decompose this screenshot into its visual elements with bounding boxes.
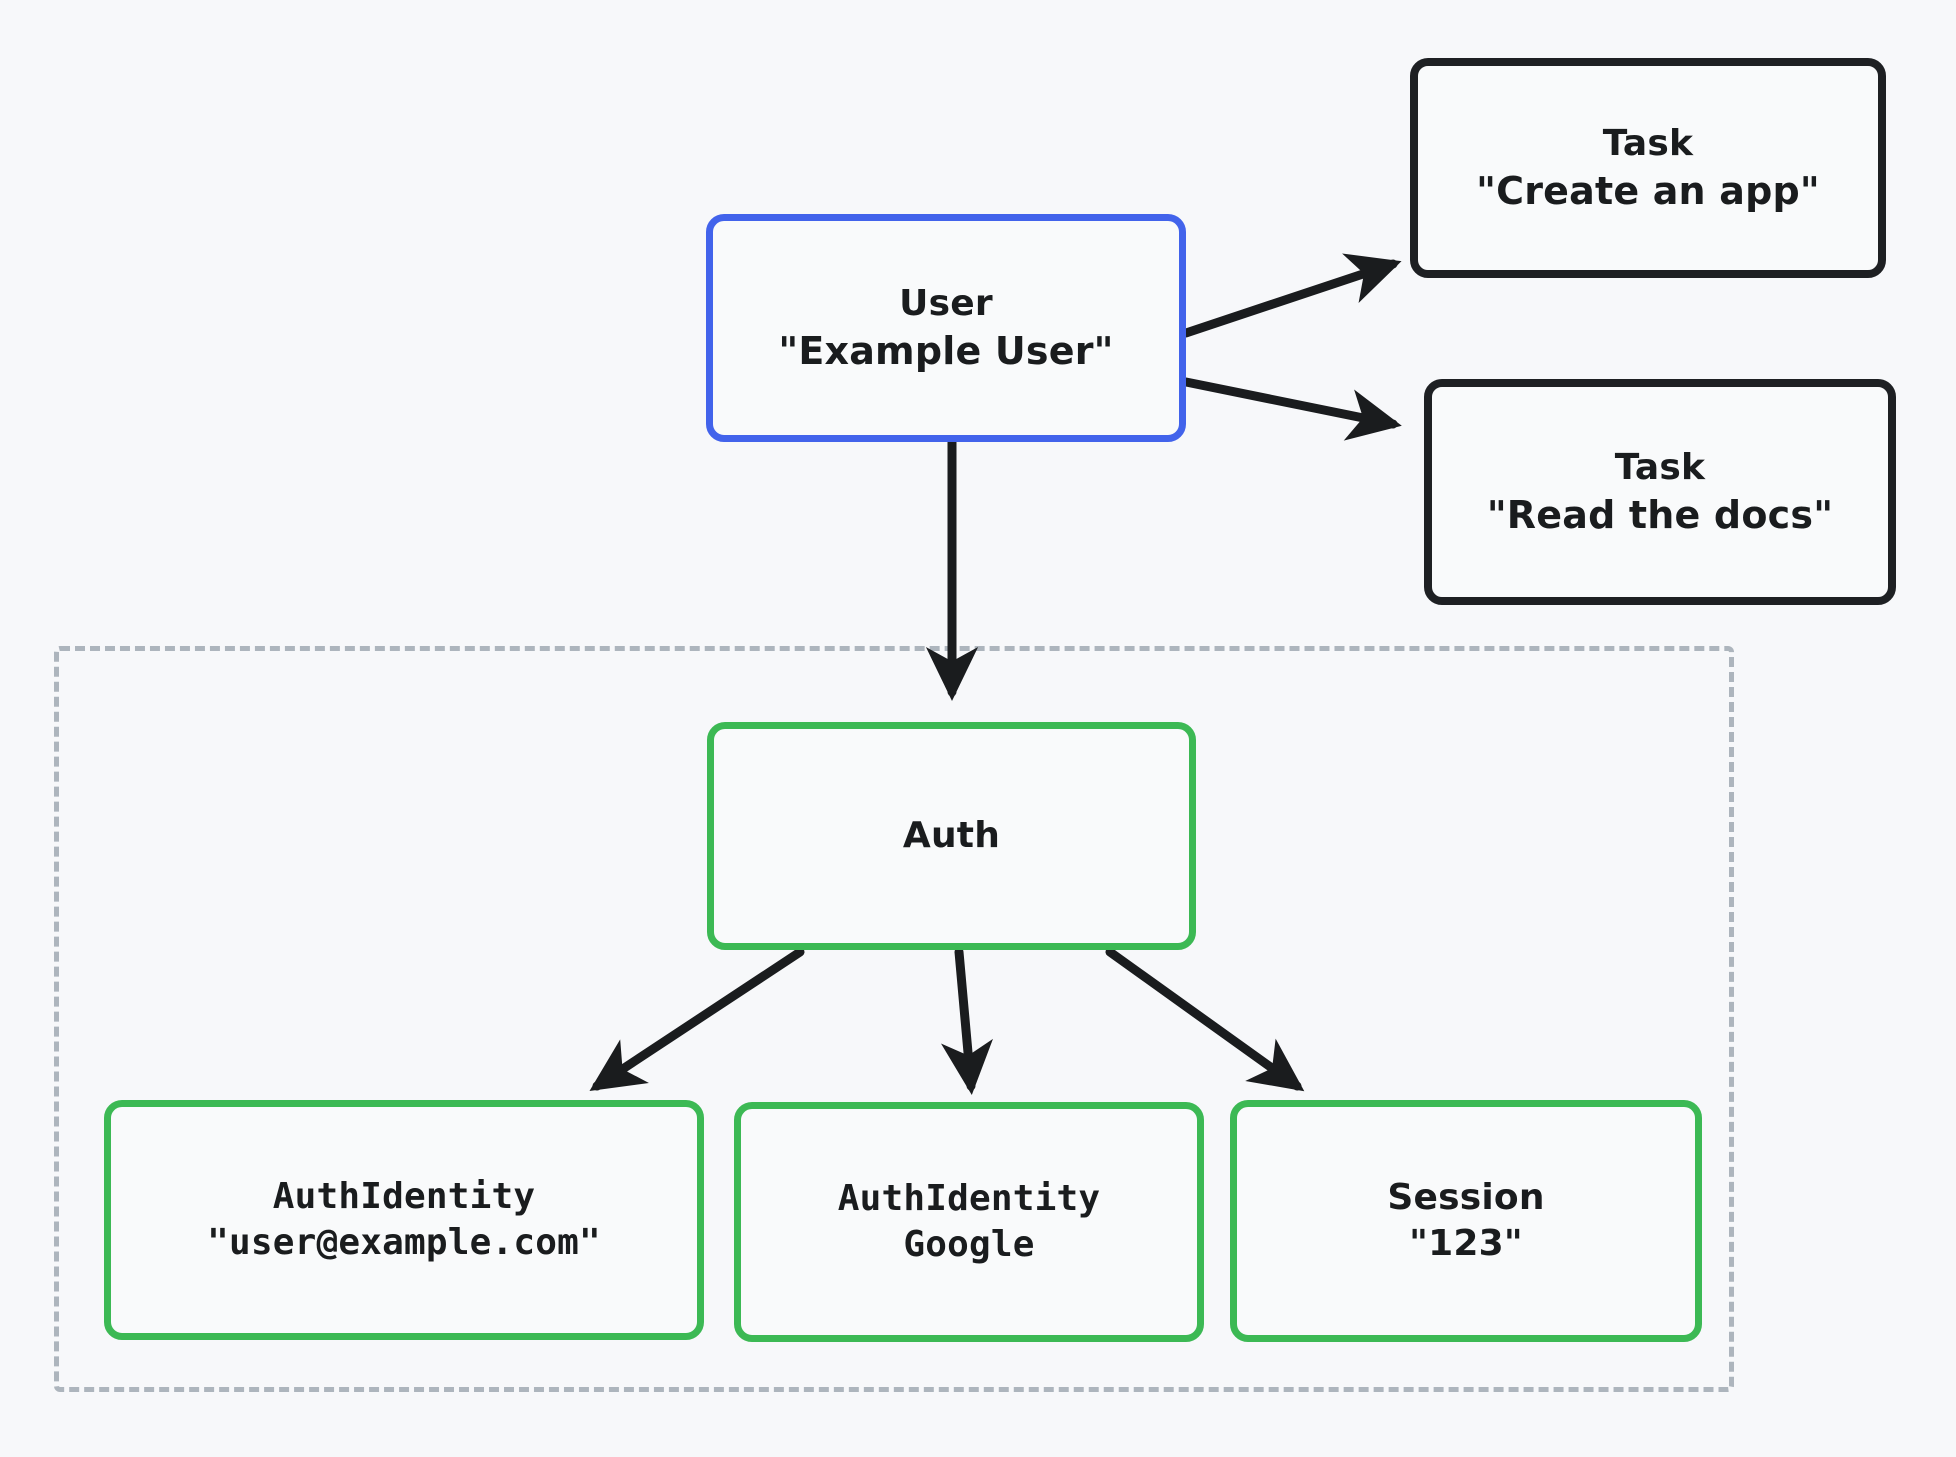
auth-group-container — [54, 646, 1734, 1392]
node-user[interactable]: User "Example User" — [706, 214, 1186, 442]
edge-user-to-task-create-app — [1181, 253, 1402, 338]
node-session-title: Session — [1387, 1176, 1545, 1218]
node-task-create-app-subtitle: "Create an app" — [1476, 168, 1820, 213]
node-auth-identity-google-title: AuthIdentity — [837, 1177, 1101, 1219]
node-session[interactable]: Session "123" — [1230, 1100, 1702, 1342]
node-auth-identity-google-subtitle: Google — [903, 1224, 1035, 1265]
node-auth-title: Auth — [902, 814, 1001, 856]
node-auth-identity-email[interactable]: AuthIdentity "user@example.com" — [104, 1100, 704, 1340]
node-auth-identity-email-title: AuthIdentity — [272, 1175, 536, 1217]
node-auth-identity-email-subtitle: "user@example.com" — [207, 1222, 601, 1263]
node-task-read-docs-subtitle: "Read the docs" — [1486, 492, 1834, 537]
edge-user-to-task-read-docs — [1181, 377, 1402, 441]
node-task-create-app[interactable]: Task "Create an app" — [1410, 58, 1886, 278]
node-task-read-docs-title: Task — [1614, 446, 1706, 488]
node-task-create-app-title: Task — [1602, 122, 1694, 164]
node-user-title: User — [899, 282, 993, 324]
node-session-subtitle: "123" — [1409, 1223, 1523, 1264]
node-auth-identity-google[interactable]: AuthIdentity Google — [734, 1102, 1204, 1342]
node-task-read-docs[interactable]: Task "Read the docs" — [1424, 379, 1896, 605]
node-auth[interactable]: Auth — [707, 722, 1196, 950]
node-user-subtitle: "Example User" — [778, 328, 1114, 373]
